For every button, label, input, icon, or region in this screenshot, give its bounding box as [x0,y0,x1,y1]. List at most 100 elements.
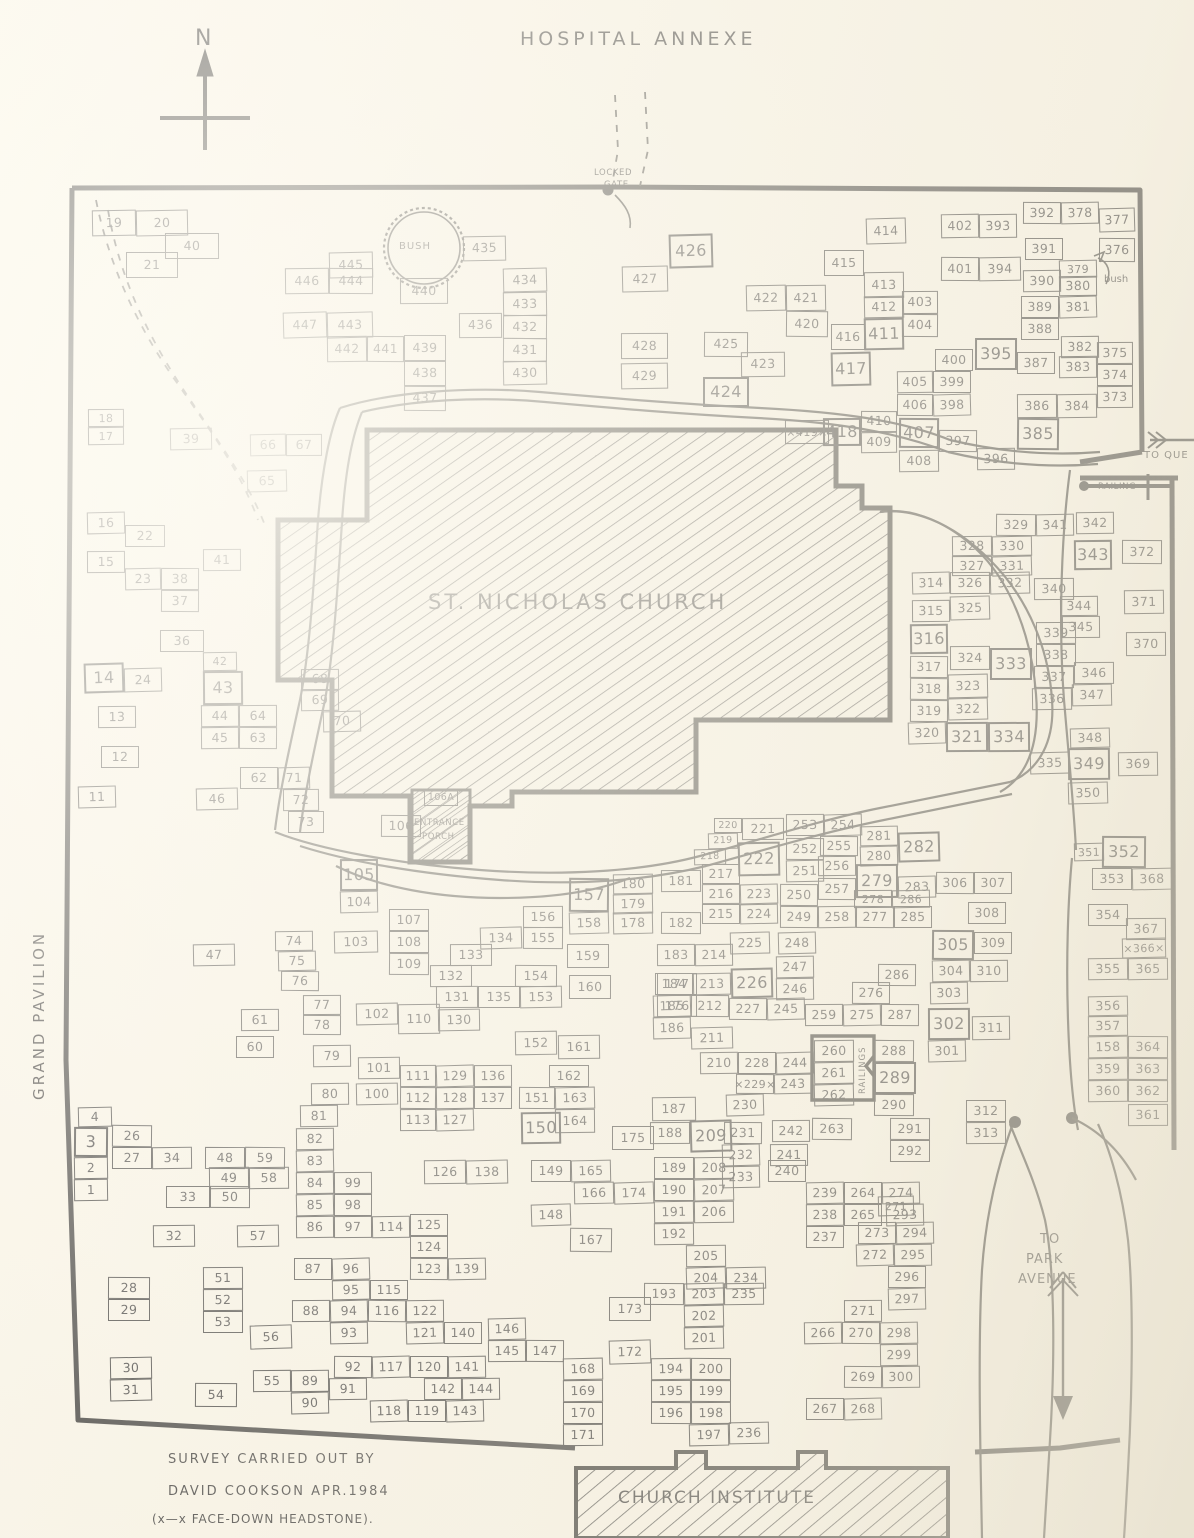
plot-349[interactable]: 349 [1067,747,1111,781]
plot-210[interactable]: 210 [699,1051,739,1075]
plot-392[interactable]: 392 [1022,201,1062,225]
plot-23[interactable]: 23 [124,567,162,591]
plot-135[interactable]: 135 [477,985,521,1009]
plot-124[interactable]: 124 [409,1235,449,1259]
plot-390[interactable]: 390 [1022,269,1062,293]
plot-357[interactable]: 357 [1087,1015,1129,1037]
plot-206[interactable]: 206 [693,1200,735,1224]
plot-277[interactable]: 277 [855,905,895,929]
plot-432[interactable]: 432 [502,314,548,340]
plot-365[interactable]: 365 [1127,957,1169,981]
plot-162[interactable]: 162 [548,1064,590,1088]
plot-250[interactable]: 250 [779,883,819,907]
plot-225[interactable]: 225 [729,931,771,955]
plot-306[interactable]: 306 [935,871,975,895]
plot-353[interactable]: 353 [1091,867,1133,891]
plot-428[interactable]: 428 [620,332,669,360]
plot-32[interactable]: 32 [152,1224,196,1248]
plot-308[interactable]: 308 [967,901,1007,925]
plot-263[interactable]: 263 [811,1117,853,1141]
plot-330[interactable]: 330 [991,535,1033,557]
plot-4[interactable]: 4 [77,1106,113,1128]
plot-59[interactable]: 59 [244,1146,286,1170]
plot-351[interactable]: 351 [1073,842,1105,862]
plot-189[interactable]: 189 [653,1156,695,1180]
plot-47[interactable]: 47 [192,943,236,967]
plot-37[interactable]: 37 [160,589,200,613]
plot-278[interactable]: 278 [853,889,893,909]
plot-362[interactable]: 362 [1127,1079,1169,1103]
plot-56[interactable]: 56 [249,1324,293,1350]
plot-396[interactable]: 396 [976,447,1016,471]
plot-292[interactable]: 292 [889,1139,931,1163]
plot-374[interactable]: 374 [1096,363,1134,387]
plot-261[interactable]: 261 [813,1061,855,1085]
plot-98[interactable]: 98 [333,1193,373,1217]
plot-29[interactable]: 29 [107,1298,151,1322]
plot-397[interactable]: 397 [938,429,978,453]
plot-272[interactable]: 272 [855,1243,895,1267]
plot-143[interactable]: 143 [445,1399,485,1423]
plot-219[interactable]: 219 [707,832,739,850]
plot-295[interactable]: 295 [893,1243,933,1267]
plot-164[interactable]: 164 [554,1108,596,1134]
plot-406[interactable]: 406 [896,393,934,417]
plot-33[interactable]: 33 [165,1185,211,1209]
plot-60[interactable]: 60 [235,1035,275,1059]
plot-413[interactable]: 413 [863,271,905,299]
plot-430[interactable]: 430 [502,360,548,386]
plot-27[interactable]: 27 [111,1146,153,1170]
plot-55[interactable]: 55 [252,1369,292,1393]
plot-227[interactable]: 227 [728,997,768,1021]
plot-350[interactable]: 350 [1067,781,1109,805]
plot-440[interactable]: 440 [399,277,449,305]
plot-282[interactable]: 282 [897,831,941,863]
plot-423[interactable]: 423 [740,351,786,378]
plot-53[interactable]: 53 [202,1310,244,1334]
plot-373[interactable]: 373 [1096,385,1134,409]
plot-97[interactable]: 97 [333,1215,373,1239]
plot-334[interactable]: 334 [987,721,1031,753]
plot-42[interactable]: 42 [202,651,238,672]
plot-429[interactable]: 429 [620,362,669,390]
plot-66[interactable]: 66 [249,433,287,457]
plot-167[interactable]: 167 [569,1227,613,1253]
plot-80[interactable]: 80 [310,1082,350,1106]
plot-294[interactable]: 294 [895,1221,935,1245]
plot-146[interactable]: 146 [487,1317,527,1341]
plot-134[interactable]: 134 [479,926,523,950]
plot-111[interactable]: 111 [399,1064,437,1088]
plot-276[interactable]: 276 [851,981,891,1005]
plot-354[interactable]: 354 [1087,903,1129,927]
plot-140[interactable]: 140 [443,1321,483,1345]
plot-220[interactable]: 220 [713,817,743,834]
plot-414[interactable]: 414 [865,217,907,245]
plot-58[interactable]: 58 [248,1166,290,1190]
plot-302[interactable]: 302 [927,1007,971,1041]
plot-159[interactable]: 159 [566,943,610,969]
plot-326[interactable]: 326 [949,571,991,595]
plot-83[interactable]: 83 [295,1149,335,1173]
plot-198[interactable]: 198 [690,1401,732,1425]
plot-383[interactable]: 383 [1058,355,1098,379]
plot-427[interactable]: 427 [621,265,669,293]
plot-54[interactable]: 54 [194,1382,238,1408]
plot-311[interactable]: 311 [971,1015,1011,1041]
plot-195[interactable]: 195 [650,1379,692,1403]
plot-363[interactable]: 363 [1127,1057,1169,1081]
plot-386[interactable]: 386 [1016,393,1058,419]
plot-145[interactable]: 145 [487,1339,527,1363]
plot-34[interactable]: 34 [151,1146,193,1170]
plot-130[interactable]: 130 [437,1008,481,1032]
plot-215[interactable]: 215 [701,903,741,925]
plot-106[interactable]: 106 [380,814,422,838]
plot-165[interactable]: 165 [570,1159,612,1183]
plot-119[interactable]: 119 [407,1399,447,1423]
plot-417[interactable]: 417 [830,351,872,387]
plot-161[interactable]: 161 [557,1034,601,1060]
plot-298[interactable]: 298 [879,1321,919,1345]
plot-416[interactable]: 416 [830,323,866,351]
plot-341[interactable]: 341 [1035,513,1075,537]
plot-436[interactable]: 436 [458,312,503,339]
plot-355[interactable]: 355 [1087,957,1129,981]
